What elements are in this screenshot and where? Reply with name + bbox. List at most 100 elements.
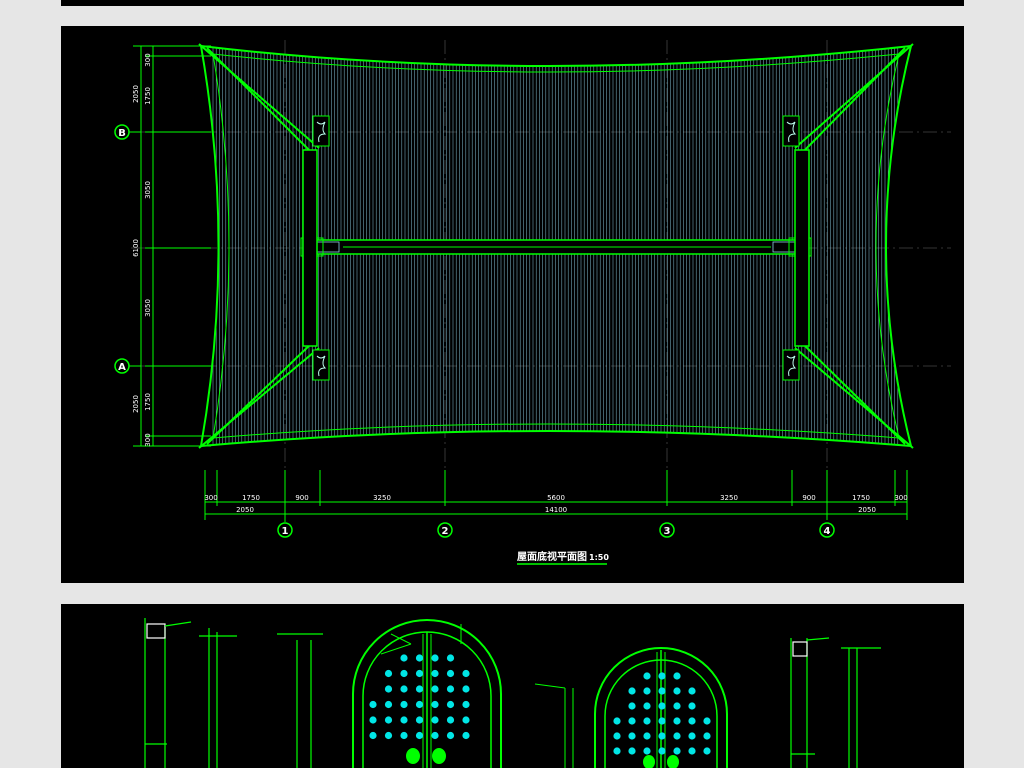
- door-stud: [673, 672, 681, 680]
- dim-left-total-2: 6100: [132, 239, 140, 257]
- door-stud: [688, 747, 696, 755]
- dim-bottom-5: 5600: [547, 494, 565, 502]
- dim-left-6: 300: [144, 433, 152, 446]
- door-stud: [703, 747, 711, 755]
- door-stud: [628, 732, 636, 740]
- door-stud: [446, 716, 455, 724]
- door-stud: [628, 717, 636, 725]
- axis-label-b: B: [118, 128, 126, 139]
- bottom-dimension-texts: 300 1750 900 3250 5600 3250 900 1750 300…: [204, 494, 907, 514]
- door-stud: [400, 669, 408, 678]
- door-stud: [431, 669, 439, 678]
- door-stud: [673, 702, 681, 710]
- right-section-detail: [790, 637, 881, 768]
- door-stud: [628, 702, 636, 710]
- door-stud: [703, 717, 711, 725]
- axis-bubble-4: 4: [819, 522, 835, 538]
- side-ridges: [302, 149, 810, 347]
- door-stud: [643, 672, 651, 680]
- drawing-scale: 1:50: [589, 553, 609, 562]
- door-stud: [462, 716, 470, 724]
- dim-bottom-3: 900: [295, 494, 308, 502]
- dim-bottom-1: 300: [204, 494, 217, 502]
- door-stud: [415, 685, 424, 693]
- door-stud: [446, 654, 455, 662]
- drawing-title-block: 屋面底视平面图 1:50: [517, 550, 609, 565]
- door-stud: [431, 700, 439, 709]
- dim-bottom-4: 3250: [373, 494, 391, 502]
- left-dimension-texts: 300 1750 3050 3050 1750 300 2050 6100 20…: [132, 53, 152, 446]
- door-stud: [446, 700, 455, 709]
- axis-label-2: 2: [442, 526, 449, 537]
- door-handles: [406, 748, 679, 768]
- left-section-detail: [144, 618, 323, 768]
- door-stud: [384, 716, 393, 724]
- dim-bottom-2: 1750: [242, 494, 260, 502]
- door-stud: [613, 732, 621, 740]
- door-stud: [673, 747, 681, 755]
- door-stud: [446, 731, 455, 740]
- door-stud: [446, 685, 455, 693]
- dim-bottom-total-3: 2050: [858, 506, 876, 514]
- door-stud: [613, 747, 621, 755]
- door-stud: [673, 717, 681, 725]
- roof-plan-panel: 300 1750 3050 3050 1750 300 2050 6100 20…: [61, 26, 964, 583]
- door-stud: [400, 700, 408, 709]
- axis-bubble-3: 3: [659, 522, 675, 538]
- dim-left-total-3: 2050: [132, 395, 140, 413]
- door-stud: [384, 700, 393, 709]
- door-stud: [628, 687, 636, 695]
- dim-left-total-1: 2050: [132, 85, 140, 103]
- axis-bubble-a: A: [114, 358, 141, 374]
- door-stud: [658, 702, 666, 710]
- grid-lines: [131, 40, 951, 496]
- axis-label-4: 4: [824, 526, 831, 537]
- door-stud: [658, 717, 666, 725]
- door-stud: [658, 732, 666, 740]
- door-stud: [462, 731, 470, 740]
- door-stud: [431, 685, 439, 693]
- axis-label-3: 3: [664, 526, 671, 537]
- axis-label-a: A: [118, 362, 126, 373]
- ridge-ornaments: [312, 115, 800, 381]
- door-stud: [384, 685, 393, 693]
- door-stud: [400, 731, 408, 740]
- door-stud: [643, 702, 651, 710]
- door-stud: [703, 732, 711, 740]
- roof-plan-drawing: 300 1750 3050 3050 1750 300 2050 6100 20…: [114, 40, 951, 565]
- door-stud: [384, 731, 393, 740]
- door-stud: [415, 716, 424, 724]
- detail-elevation-panel: [61, 604, 964, 768]
- dim-bottom-total-2: 14100: [545, 506, 567, 514]
- door-stud: [688, 687, 696, 695]
- dim-left-2: 1750: [144, 87, 152, 105]
- door-stud: [400, 685, 408, 693]
- door-stud: [643, 687, 651, 695]
- left-dimension-lines: [133, 45, 211, 447]
- door-stud: [415, 669, 424, 678]
- door-stud: [673, 687, 681, 695]
- dim-bottom-total-1: 2050: [236, 506, 254, 514]
- door-stud: [643, 747, 651, 755]
- main-ridge: [300, 237, 812, 257]
- door-stud: [643, 732, 651, 740]
- door-stud: [688, 732, 696, 740]
- dim-left-3: 3050: [144, 181, 152, 199]
- drawing-title: 屋面底视平面图: [517, 550, 587, 563]
- roof-inner-outline: [212, 53, 900, 439]
- door-studs-left: [369, 654, 470, 740]
- door-stud: [369, 700, 377, 709]
- door-studs-right: [613, 672, 711, 755]
- door-stud: [431, 716, 439, 724]
- door-stud: [400, 654, 408, 662]
- dim-left-5: 1750: [144, 393, 152, 411]
- dim-bottom-9: 300: [894, 494, 907, 502]
- roof-outline: [199, 44, 913, 448]
- bottom-dimension-lines: [204, 470, 908, 520]
- dim-left-1: 300: [144, 53, 152, 66]
- door-stud: [688, 702, 696, 710]
- door-stud: [415, 700, 424, 709]
- door-stud: [415, 731, 424, 740]
- door-stud: [658, 687, 666, 695]
- top-strip: [61, 0, 964, 6]
